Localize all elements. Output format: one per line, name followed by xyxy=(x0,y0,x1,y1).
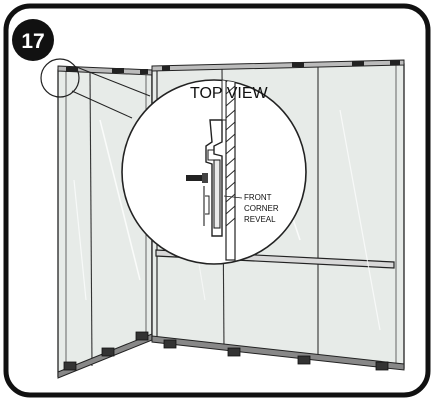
top-view-callout: TOP VIEW FRONT CORNER REVEAL xyxy=(121,79,307,265)
reveal-note-line-2: CORNER xyxy=(244,204,279,213)
reveal-note-line-1: FRONT xyxy=(244,193,272,202)
bottom-blocks xyxy=(63,331,389,371)
top-clips xyxy=(66,60,400,74)
reveal-note-line-3: REVEAL xyxy=(244,215,276,224)
zoom-source-circle xyxy=(40,58,80,98)
callout-title: TOP VIEW xyxy=(190,85,269,102)
step-badge: 17 xyxy=(12,19,54,61)
screw xyxy=(186,173,208,183)
step-number: 17 xyxy=(21,30,44,53)
